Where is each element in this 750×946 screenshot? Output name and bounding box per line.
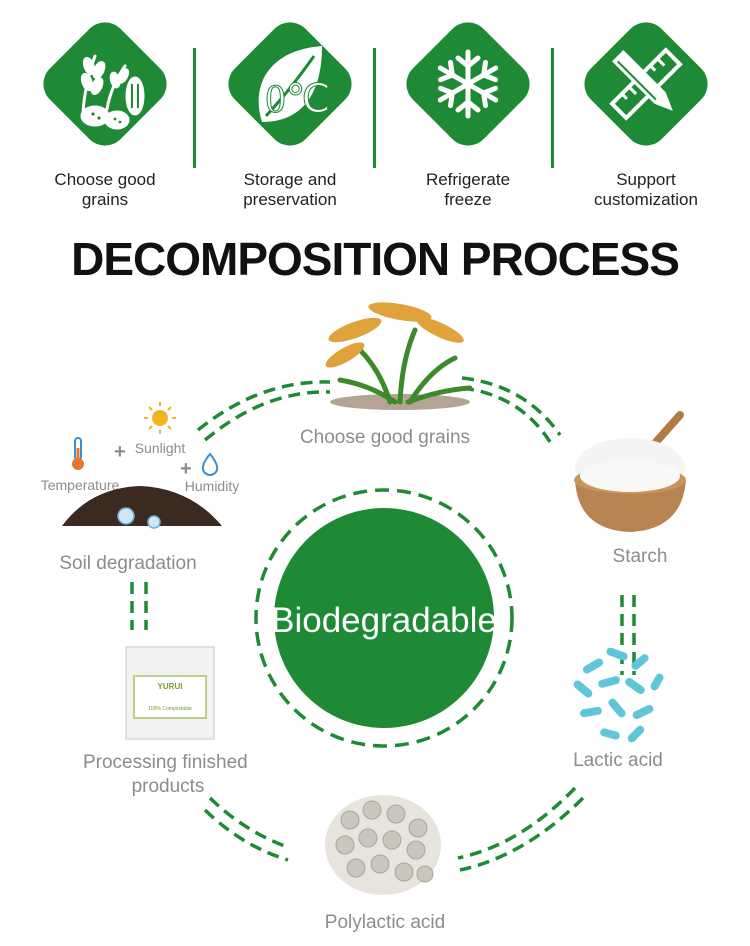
feature-refrigerate: Refrigerate freeze [378, 0, 548, 230]
arc-grains-to-starch [461, 376, 562, 437]
leaf-thermometer-icon: 0℃ [210, 4, 370, 164]
condition-sunlight: Sunlight [135, 440, 186, 456]
arc-lactic-to-polylactic [457, 786, 577, 860]
compostable-bag-image: YURUI 100% Compostable [125, 646, 215, 740]
feature-label: Refrigerate freeze [425, 170, 511, 209]
plus-icon: + [180, 458, 192, 480]
grain-vegetable-icon [25, 4, 185, 164]
center-circle [274, 508, 494, 728]
rice-plant-image [325, 302, 473, 410]
plus-icon: + [114, 441, 126, 463]
sun-icon [144, 402, 176, 434]
page-title: DECOMPOSITION PROCESS [71, 233, 680, 285]
center-label: Biodegradable [271, 601, 497, 640]
finished-line-1: Processing finished [83, 752, 248, 773]
snowflake-icon [388, 4, 548, 164]
bag-tag: 100% Compostable [148, 706, 192, 712]
stage-label-polylactic: Polylactic acid [325, 912, 445, 933]
water-drop-icon [201, 452, 219, 476]
feature-divider [193, 48, 196, 168]
thermometer-icon [72, 437, 84, 470]
starch-bowl-image [574, 411, 686, 532]
feature-divider [551, 48, 554, 168]
feature-storage: 0℃ Storage and preservation [200, 0, 370, 230]
feature-divider [373, 48, 376, 168]
feature-customization: Support customization [556, 0, 726, 230]
center-ring [254, 488, 514, 748]
stage-label-soil: Soil degradation [59, 553, 196, 574]
polylactic-pellets-image [325, 795, 441, 895]
feature-row: Choose good grains 0℃ Storage and preser… [0, 0, 750, 230]
arc-soil-to-grains [196, 380, 331, 432]
condition-humidity: Humidity [185, 478, 239, 494]
feature-choose-grains: Choose good grains [15, 0, 185, 230]
temperature-zero-text: 0℃ [266, 76, 331, 121]
lactic-bacteria-image [573, 647, 664, 743]
bag-brand: YURUI [158, 682, 183, 691]
stage-label-lactic: Lactic acid [573, 750, 663, 771]
stage-label-finished: Processing finished products [83, 752, 253, 797]
arc-polylactic-to-finished [208, 796, 291, 850]
cycle-arcs [130, 376, 636, 872]
decomposition-diagram: Biodegradable Choose good grains Starch [41, 302, 686, 933]
feature-label: Support customization [594, 170, 698, 209]
stage-label-grains: Choose good grains [300, 427, 470, 448]
soil-pile-image [62, 486, 222, 529]
stage-label-starch: Starch [613, 546, 668, 567]
feature-label: Choose good grains [54, 170, 156, 209]
pencil-ruler-icon [566, 4, 726, 164]
condition-temperature: Temperature [41, 477, 120, 493]
finished-line-2: products [132, 776, 205, 797]
feature-label: Storage and preservation [243, 170, 337, 209]
